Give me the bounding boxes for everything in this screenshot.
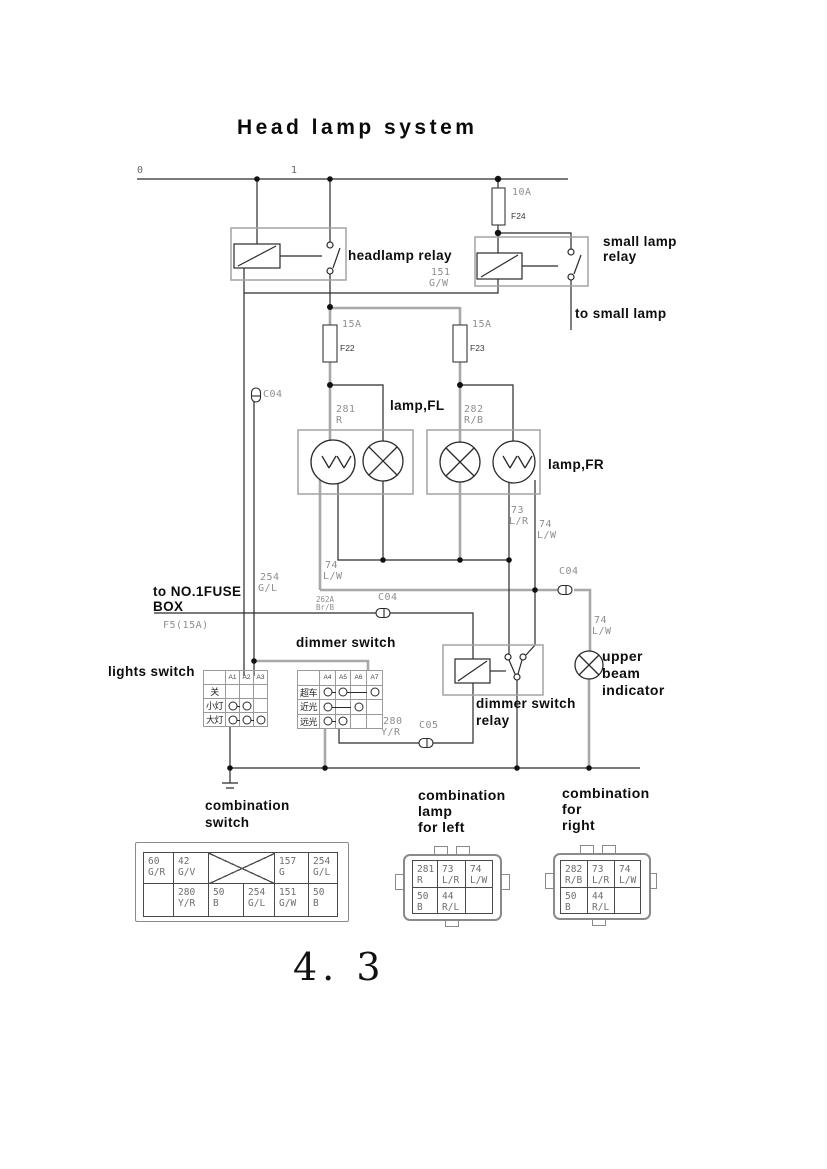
lights-switch-label: lights switch: [108, 664, 195, 679]
dimmer-switch-label: dimmer switch: [296, 635, 396, 650]
wire-74-ind-color: L/W: [592, 626, 612, 637]
upper-beam-label-2: beam: [602, 665, 641, 681]
comb-switch-label-1: combination: [205, 798, 290, 813]
c05-label: C05: [419, 720, 439, 731]
wire-74-right-num: 74: [539, 519, 553, 530]
gray-wires: [254, 306, 592, 768]
to-fusebox-label-1: to NO.1FUSE: [153, 584, 242, 599]
to-small-lamp-label: to small lamp: [575, 306, 667, 321]
fuse-f22-rating: 15A: [342, 319, 362, 330]
fr-dual-filament-bulb: [492, 440, 536, 484]
component-boxes: [230, 227, 589, 696]
fl-dual-filament-bulb: [310, 439, 356, 485]
wire-73-color: L/R: [509, 516, 529, 527]
comb-left-label-3: for left: [418, 819, 465, 835]
lamp-fr-box: [426, 429, 541, 495]
bus-label-1: 1: [291, 165, 298, 176]
upper-beam-label-1: upper: [602, 648, 643, 664]
wire-254-num: 254: [260, 572, 280, 583]
comb-right-label-1: combination: [562, 785, 650, 801]
wire-151-num: 151: [431, 267, 451, 278]
wire-281-color: R: [336, 415, 343, 426]
fl-bulb: [362, 440, 404, 482]
c04-label-mid: C04: [378, 592, 398, 603]
small-lamp-relay-label-1: small lamp: [603, 234, 677, 249]
c04-connector-vertical: [250, 387, 262, 403]
comb-left-label-2: lamp: [418, 803, 453, 819]
fuse-f23-rating: 15A: [472, 319, 492, 330]
dimmer-relay-label-2: relay: [476, 713, 510, 728]
wire-151-color: G/W: [429, 278, 449, 289]
lamp-fr-label: lamp,FR: [548, 457, 605, 472]
wire-73-num: 73: [511, 505, 525, 516]
comb-switch-housing: [135, 842, 349, 922]
connector-symbols: [250, 387, 573, 749]
lamp-bulbs: [310, 439, 604, 680]
headlamp-relay-label: headlamp relay: [348, 248, 452, 263]
wire-74-right-color: L/W: [537, 530, 557, 541]
page-title: Head lamp system: [237, 116, 478, 139]
c04-label-vertical: C04: [263, 389, 283, 400]
relay-coils: [233, 243, 558, 684]
comb-right-label-2: for: [562, 801, 582, 817]
wire-74-ind-num: 74: [594, 615, 608, 626]
comb-left-label-1: combination: [418, 787, 506, 803]
bus-label-0: 0: [137, 165, 144, 176]
fuse-f22: [322, 324, 338, 363]
fr-bulb: [439, 441, 481, 483]
fuse-f5-label: F5(15A): [163, 620, 209, 631]
wire-280-num: 280: [383, 716, 403, 727]
fuses: [322, 187, 506, 363]
fuse-f24-rating: 10A: [512, 187, 532, 198]
lamp-fl-label: lamp,FL: [390, 398, 445, 413]
small-lamp-relay-box: [474, 236, 589, 287]
fuse-f23-name: F23: [470, 343, 485, 353]
wire-262a-color: Br/B: [316, 603, 335, 612]
upper-beam-label-3: indicator: [602, 682, 665, 698]
c05-connector: [418, 737, 434, 749]
comb-right-label-3: right: [562, 817, 596, 833]
wire-262a-num: 262A: [316, 595, 335, 604]
fuse-f22-name: F22: [340, 343, 355, 353]
small-lamp-relay-label-2: relay: [603, 249, 637, 264]
c04-connector-right: [557, 584, 573, 596]
upper-beam-indicator-bulb: [574, 650, 604, 680]
to-fusebox-label-2: BOX: [153, 599, 184, 614]
page-number: 4. 3: [293, 945, 386, 989]
wire-254-color: G/L: [258, 583, 278, 594]
wire-281-num: 281: [336, 404, 356, 415]
wire-282-num: 282: [464, 404, 484, 415]
fuse-f23: [452, 324, 468, 363]
wire-74-left-color: L/W: [323, 571, 343, 582]
lamp-fl-box: [297, 429, 414, 495]
junction-dots: [227, 175, 592, 771]
c04-label-right: C04: [559, 566, 579, 577]
relay-contacts: [326, 241, 582, 681]
dimmer-relay-label-1: dimmer switch: [476, 696, 576, 711]
c04-connector-mid: [375, 607, 391, 619]
wire-280-color: Y/R: [381, 727, 401, 738]
comb-switch-label-2: switch: [205, 815, 250, 830]
fuse-f24-name: F24: [511, 211, 526, 221]
dimmer-relay-box: [442, 644, 544, 696]
wire-74-left-num: 74: [325, 560, 339, 571]
fuse-f24: [491, 187, 506, 226]
headlamp-relay-box: [230, 227, 347, 281]
wire-282-color: R/B: [464, 415, 484, 426]
